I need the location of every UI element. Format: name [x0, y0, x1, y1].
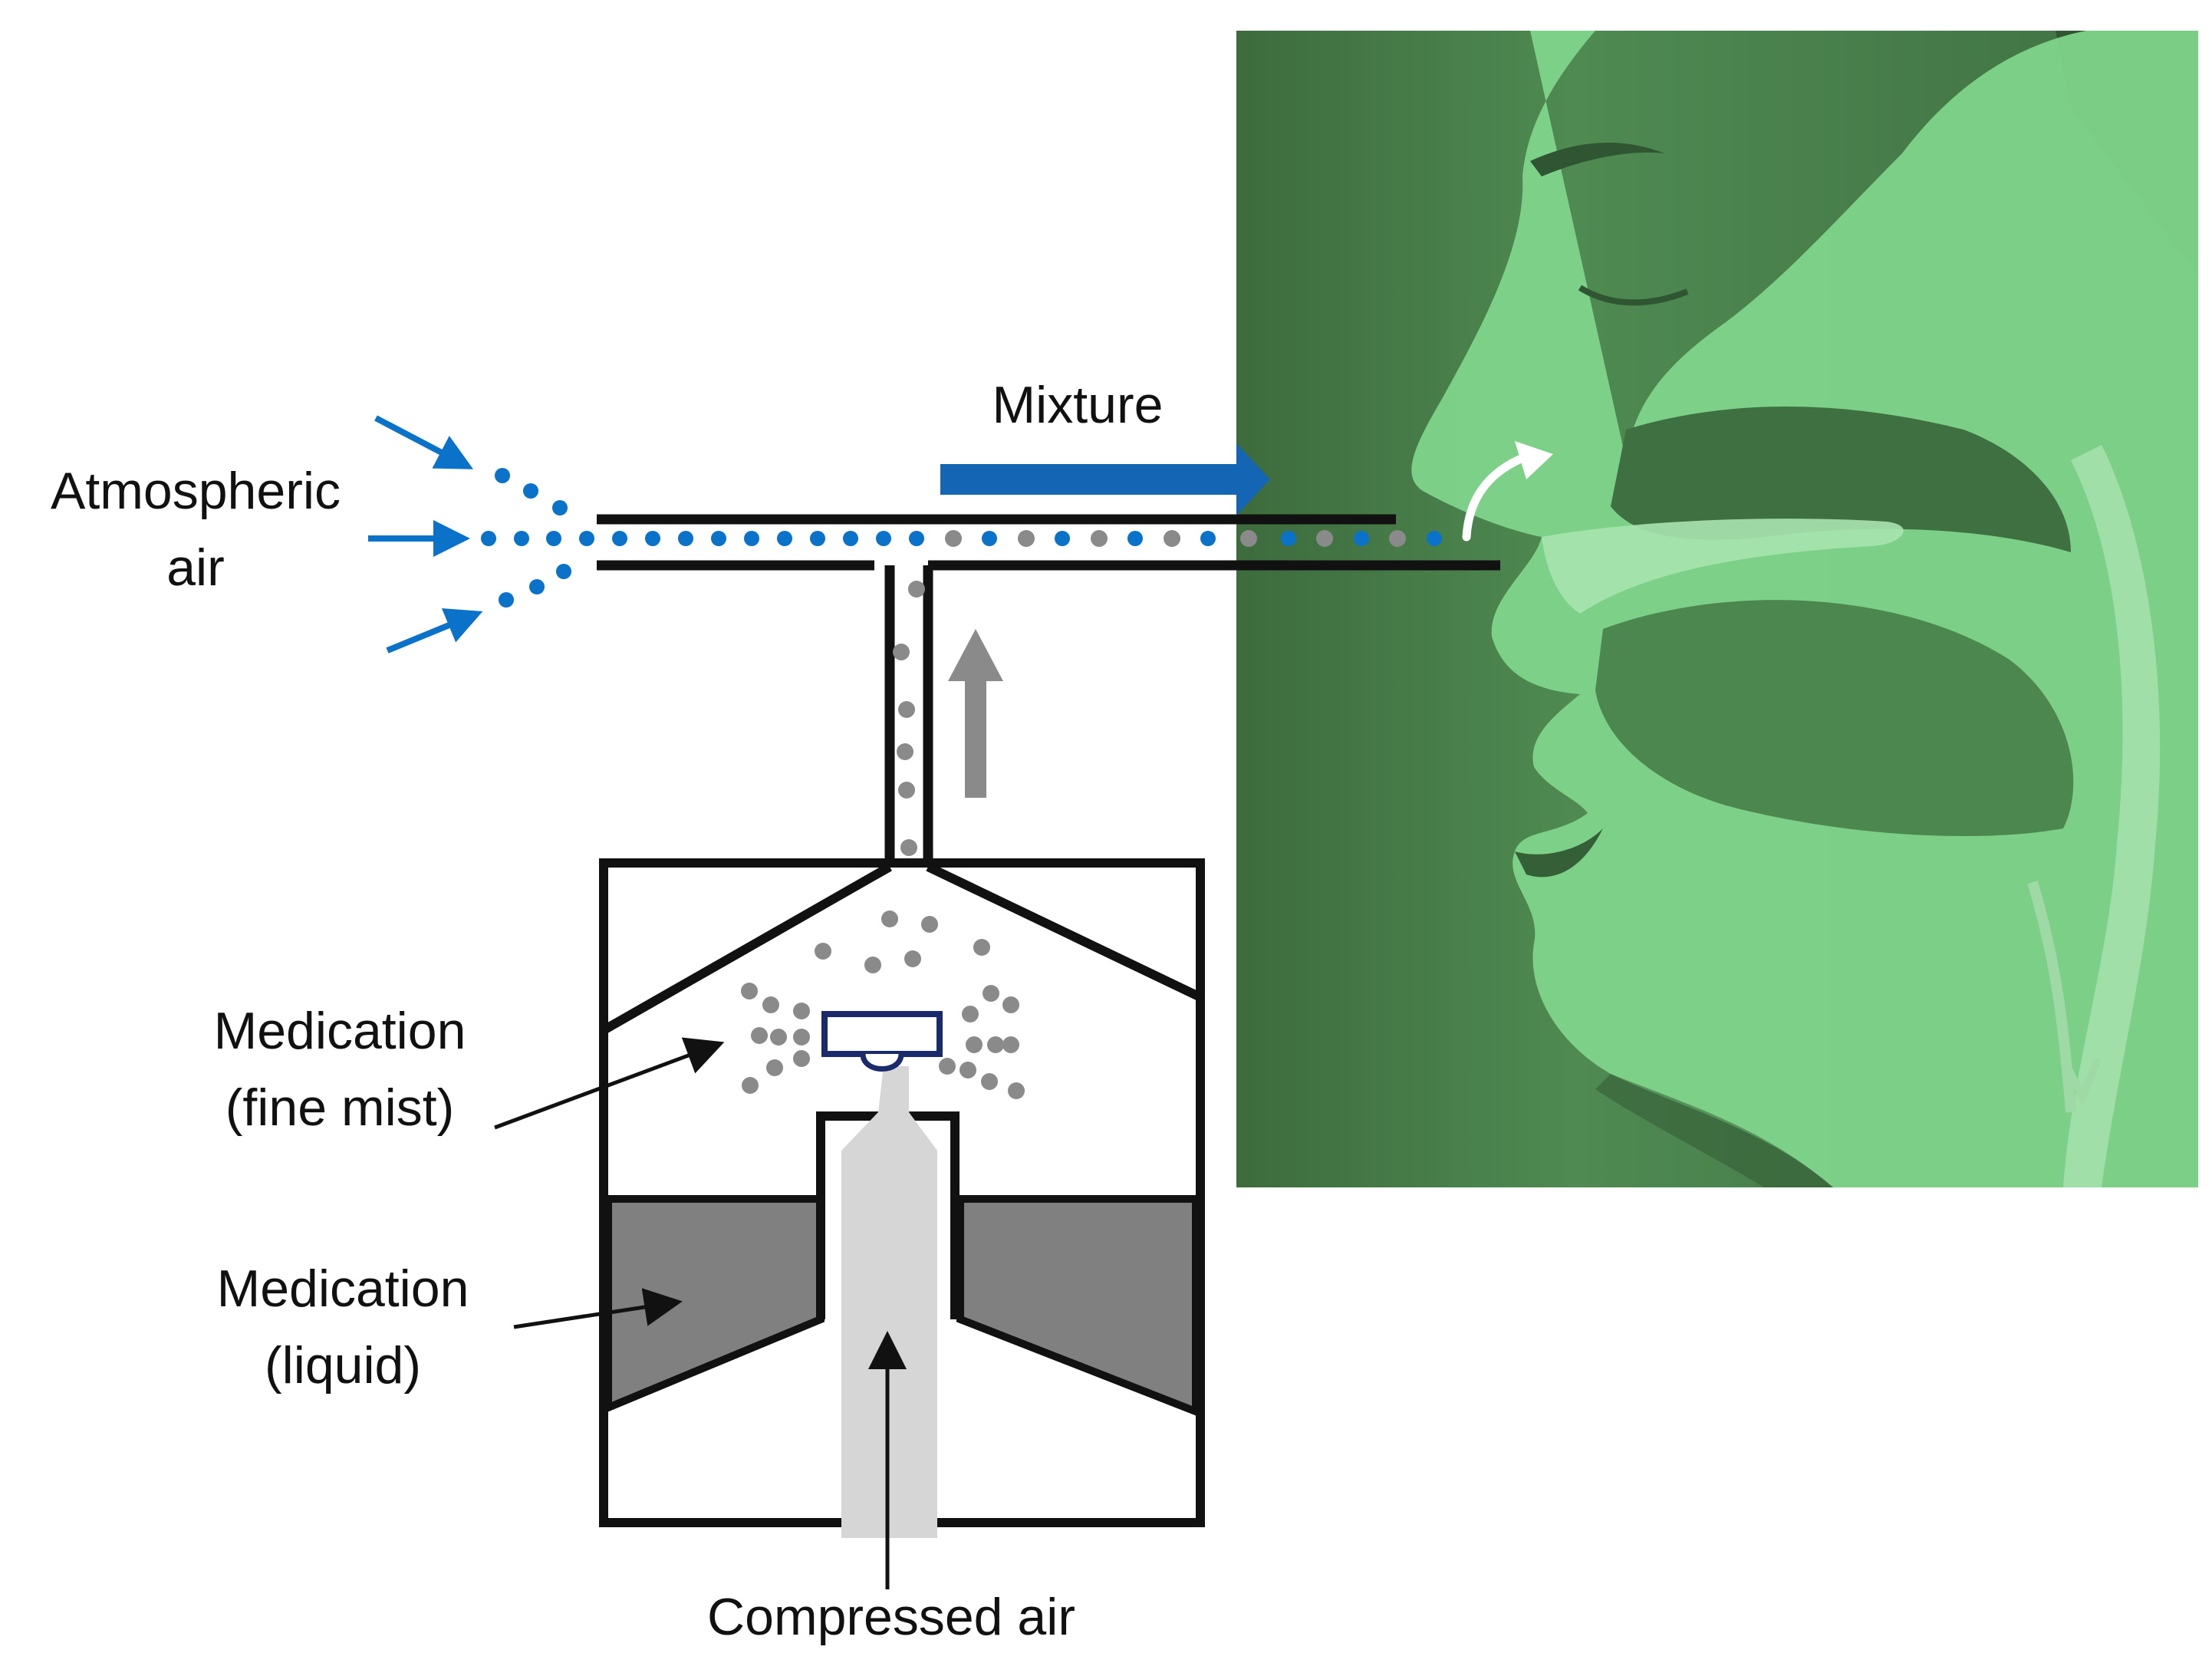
- liquid-pointer-arrow-icon: [513, 1288, 683, 1329]
- upward-flow-arrow-icon: [948, 629, 1003, 798]
- compressed-air-label-text: Compressed air: [707, 1588, 1075, 1646]
- medication-liquid-label: Medication (liquid): [178, 1250, 508, 1404]
- nasal-cavity: [1611, 407, 2071, 552]
- tongue: [1595, 600, 2074, 836]
- air-intake-particles: [495, 468, 571, 608]
- label-pointer-arrows: [494, 1037, 907, 1589]
- nebulizer-chamber: [599, 858, 1205, 1538]
- atmospheric-air-arrows: [368, 415, 483, 654]
- nozzle-baffle: [821, 1011, 943, 1057]
- air-arrow-upper-icon: [374, 415, 474, 469]
- compressed-air-label: Compressed air: [661, 1579, 1121, 1655]
- eyebrow: [1530, 143, 1664, 176]
- mist-pointer-arrow-icon: [494, 1037, 725, 1130]
- medication-mist-label-line2: (fine mist): [225, 1078, 455, 1137]
- medication-mist-label-line1: Medication: [213, 1002, 466, 1060]
- mixture-label: Mixture: [963, 367, 1193, 443]
- hard-palate: [1542, 519, 1904, 614]
- head-sagittal-panel: [1236, 31, 2198, 1187]
- atmospheric-air-label-line2: air: [166, 538, 225, 597]
- inhalation-arrow-icon: [1462, 452, 1531, 542]
- medication-liquid-label-line2: (liquid): [264, 1336, 422, 1395]
- riser-particles: [893, 581, 925, 856]
- mist-particles: [741, 911, 1025, 1099]
- atmospheric-air-label: Atmospheric air: [15, 453, 376, 606]
- mixture-arrow-icon: [940, 443, 1270, 515]
- mixture-label-text: Mixture: [992, 376, 1164, 434]
- medication-liquid-label-line1: Medication: [216, 1260, 469, 1318]
- atmospheric-air-label-line1: Atmospheric: [51, 462, 341, 520]
- air-arrow-lower-icon: [386, 608, 483, 654]
- medication-mist-label: Medication (fine mist): [175, 993, 505, 1146]
- closed-eye: [1578, 285, 1689, 306]
- tube-particles: [481, 530, 1442, 547]
- mixing-tube: [597, 514, 1500, 867]
- lips: [1515, 828, 1603, 878]
- pharynx: [2063, 445, 2161, 1187]
- compressed-air-jet: [841, 1066, 937, 1538]
